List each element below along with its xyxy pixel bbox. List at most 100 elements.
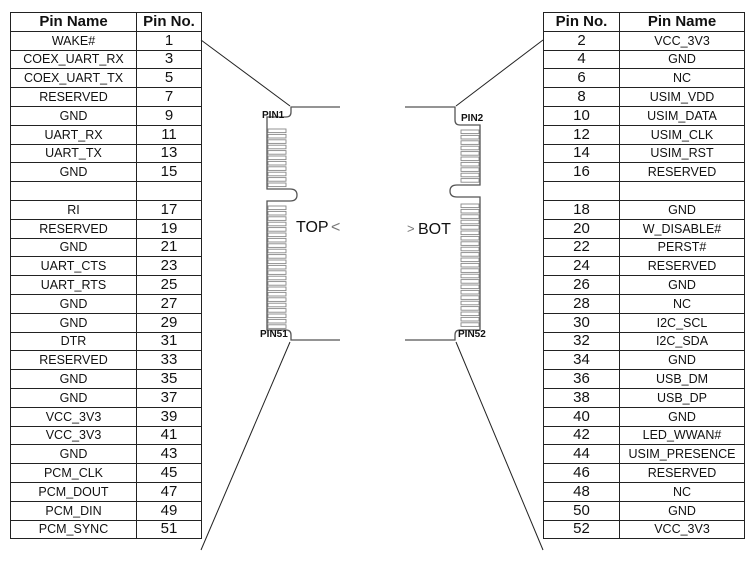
pin-number-cell: 11	[136, 124, 202, 145]
contact-pad	[267, 243, 287, 248]
leader-pin2	[455, 39, 544, 107]
contact-pad	[460, 156, 480, 162]
contact-pad	[267, 160, 287, 166]
pin-number-cell: 43	[136, 444, 202, 465]
contact-pad	[267, 210, 287, 216]
pin-name-cell: PERST#	[619, 237, 745, 258]
pin-name-cell: NC	[619, 481, 745, 502]
contact-pad	[460, 219, 480, 225]
contact-pad	[267, 182, 287, 188]
separator-row	[10, 181, 202, 201]
pin-name-cell: I2C_SDA	[619, 331, 745, 352]
pin-name-cell: RESERVED	[10, 218, 137, 239]
contact-pad	[460, 300, 480, 306]
leader-pin52	[455, 341, 544, 551]
contact-pad	[267, 264, 287, 270]
pin-number-cell: 15	[136, 162, 202, 183]
contact-pad	[460, 252, 480, 257]
contact-pad	[267, 128, 287, 134]
contact-pad	[267, 302, 287, 308]
contact-pad	[460, 279, 480, 284]
contact-pad	[460, 306, 480, 311]
pin-name-cell: PCM_DIN	[10, 500, 137, 521]
contact-pad	[460, 214, 480, 219]
contact-pad	[267, 254, 287, 259]
contact-pad	[460, 161, 480, 167]
contact-pad	[267, 275, 287, 281]
pin-number-cell: 17	[136, 199, 202, 220]
bot-arrow-icon: >	[407, 221, 415, 236]
pin-name-cell: GND	[619, 350, 745, 371]
contact-pad	[267, 318, 287, 324]
pin-number-cell: 42	[543, 425, 620, 446]
contact-pad	[267, 324, 287, 329]
contact-pad	[460, 140, 480, 145]
top-side-contacts	[267, 128, 287, 329]
contact-pad	[267, 150, 287, 155]
contact-pad	[460, 268, 480, 273]
pin-number-cell: 16	[543, 162, 620, 183]
top-side-label: TOP	[296, 219, 329, 236]
contact-pad	[267, 286, 287, 292]
pin-name-cell: UART_TX	[10, 143, 137, 164]
contact-pad	[460, 208, 480, 214]
contact-pad	[460, 316, 480, 322]
contact-pad	[267, 177, 287, 182]
pin-name-cell: RESERVED	[619, 162, 745, 183]
contact-pad	[267, 281, 287, 286]
pin-number-cell: 34	[543, 350, 620, 371]
pin-number-cell: 33	[136, 350, 202, 371]
pin-name-cell	[619, 181, 745, 201]
contact-pad	[267, 205, 287, 211]
contact-pad	[460, 203, 480, 209]
contact-pad	[267, 139, 287, 144]
contact-pad	[460, 172, 480, 178]
pin-name-cell: GND	[619, 199, 745, 220]
pin-number-cell: 19	[136, 218, 202, 239]
contact-pad	[267, 166, 287, 171]
contact-pad	[460, 178, 480, 183]
contact-pad	[460, 151, 480, 156]
pin-name-cell: GND	[10, 162, 137, 183]
pin-number-cell: 23	[136, 256, 202, 277]
pin-name-cell: VCC_3V3	[10, 406, 137, 427]
header-row: Pin No.Pin Name	[543, 12, 745, 32]
pin-name-cell: W_DISABLE#	[619, 218, 745, 239]
contact-pad	[460, 230, 480, 236]
pin-number-cell: 25	[136, 275, 202, 295]
pin-name-cell: VCC_3V3	[619, 30, 745, 51]
pin-number-cell: 18	[543, 199, 620, 220]
pin-number-cell: 51	[136, 519, 202, 540]
contact-pad	[267, 237, 287, 243]
contact-pad	[460, 235, 480, 241]
contact-pad	[267, 133, 287, 139]
contact-pad	[267, 308, 287, 313]
contact-pad	[460, 311, 480, 317]
pin-name-cell: NC	[619, 293, 745, 314]
contact-pad	[460, 225, 480, 230]
contact-pad	[267, 221, 287, 227]
leader-pin1	[200, 39, 291, 107]
pin-name-cell: USIM_PRESENCE	[619, 444, 745, 465]
pin-name-cell: RESERVED	[10, 350, 137, 371]
pin-number-cell: 27	[136, 293, 202, 314]
pin51-label: PIN51	[260, 329, 288, 340]
contact-pad	[460, 273, 480, 279]
pin-name-cell: RESERVED	[10, 87, 137, 107]
